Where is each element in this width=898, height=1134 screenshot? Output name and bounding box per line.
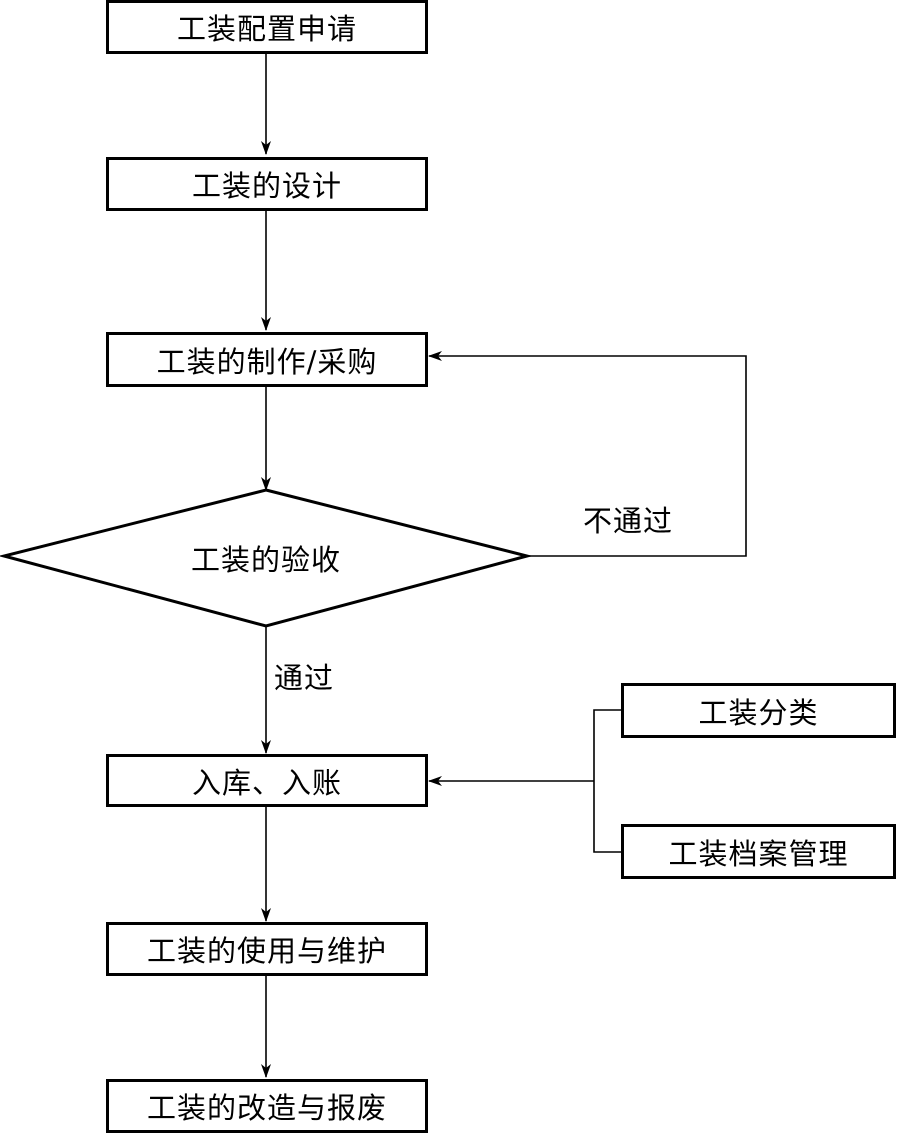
config-request-text: 工装配置申请 bbox=[176, 12, 357, 46]
classification-box: 工装分类 bbox=[621, 683, 896, 738]
acceptance-diamond bbox=[0, 488, 533, 628]
warehousing-box: 入库、入账 bbox=[106, 754, 428, 807]
modify-scrap-text: 工装的改造与报废 bbox=[146, 1091, 387, 1125]
design-box: 工装的设计 bbox=[106, 157, 428, 211]
arrow-fail-loop bbox=[428, 351, 747, 557]
acceptance-text: 工装的验收 bbox=[190, 543, 342, 577]
fail-label: 不通过 bbox=[583, 504, 674, 538]
classification-text: 工装分类 bbox=[698, 695, 819, 730]
config-request-box: 工装配置申请 bbox=[106, 0, 428, 54]
archive-text: 工装档案管理 bbox=[668, 836, 849, 871]
warehousing-text: 入库、入账 bbox=[191, 765, 342, 800]
modify-scrap-box: 工装的改造与报废 bbox=[106, 1079, 428, 1133]
archive-box: 工装档案管理 bbox=[621, 824, 896, 879]
design-text: 工装的设计 bbox=[191, 169, 342, 203]
connector-classification bbox=[593, 709, 622, 853]
manufacture-text: 工装的制作/采购 bbox=[156, 344, 378, 379]
use-maintenance-box: 工装的使用与维护 bbox=[106, 922, 428, 976]
manufacture-box: 工装的制作/采购 bbox=[106, 332, 428, 387]
pass-label: 通过 bbox=[274, 661, 335, 695]
use-maintenance-text: 工装的使用与维护 bbox=[146, 934, 387, 968]
